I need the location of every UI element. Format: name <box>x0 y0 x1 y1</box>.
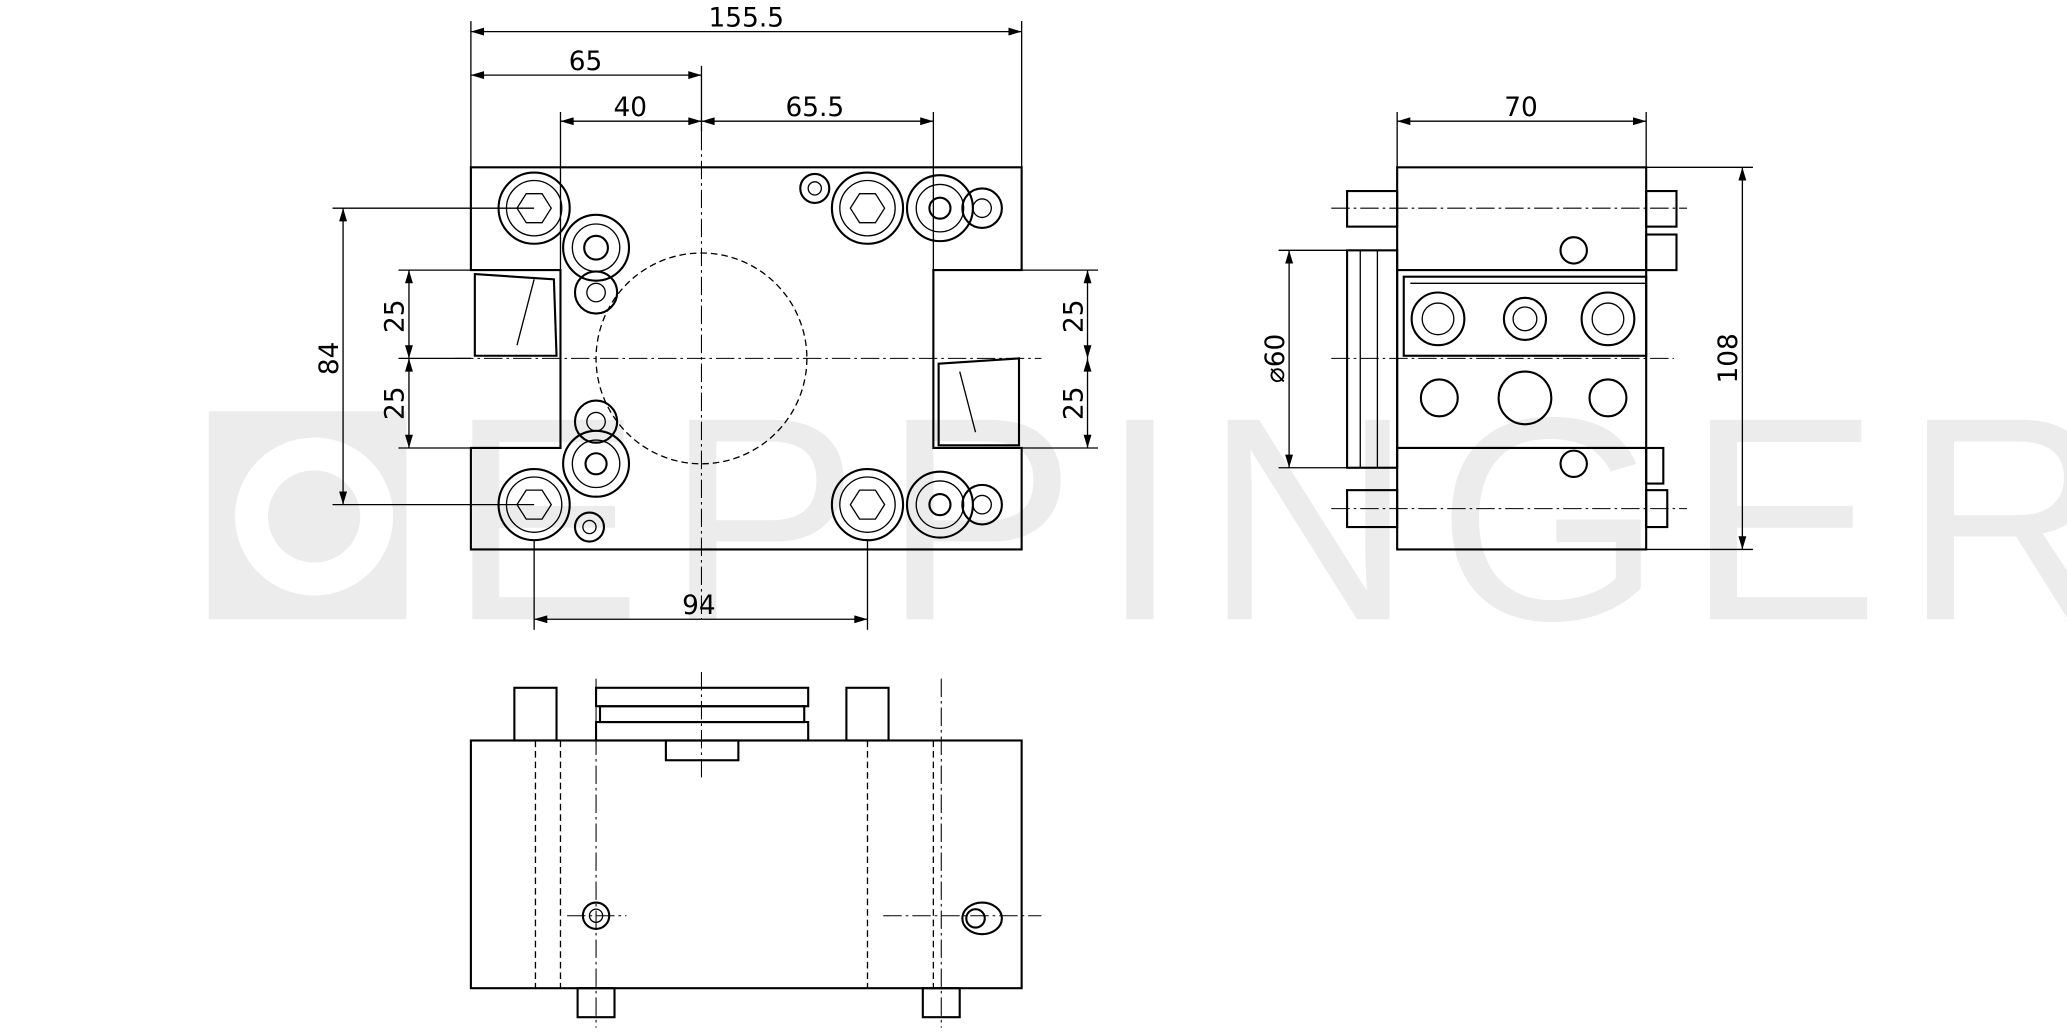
dim-side-height: 108 <box>1714 333 1744 383</box>
front-view: 155.5 65 40 65.5 84 25 25 25 25 94 <box>315 3 1099 630</box>
dim-side-width: 70 <box>1504 93 1538 123</box>
dim-center-to-right: 65.5 <box>785 93 844 123</box>
dim-overall-width: 155.5 <box>709 3 784 33</box>
dim-left-upper: 25 <box>381 299 411 333</box>
dim-bolt-vertical: 84 <box>315 342 345 376</box>
dim-right-lower: 25 <box>1059 386 1089 420</box>
dim-diameter: ⌀60 <box>1261 334 1291 383</box>
watermark-text: EPPINGER <box>448 358 2067 681</box>
screw-icon <box>573 172 1003 543</box>
bolt-icon <box>1410 236 1636 479</box>
dim-left-lower: 25 <box>381 386 411 420</box>
dim-left-to-center: 40 <box>614 93 648 123</box>
bottom-view <box>469 671 1042 1028</box>
dim-right-upper: 25 <box>1059 299 1089 333</box>
dim-center-offset: 65 <box>569 47 603 77</box>
dim-bolt-horizontal: 94 <box>682 591 716 621</box>
side-view: 70 108 ⌀60 <box>1261 93 1753 551</box>
watermark-logo: EPPINGER <box>208 358 2067 681</box>
ring-icon <box>562 174 974 539</box>
